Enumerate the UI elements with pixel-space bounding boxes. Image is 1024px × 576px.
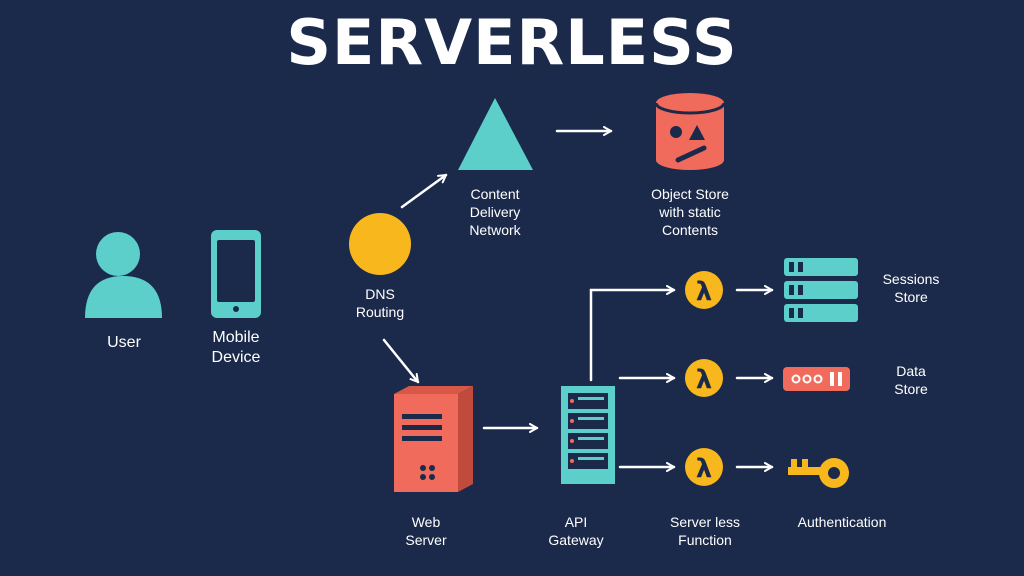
dns-circle-icon (349, 213, 411, 275)
arrow-dns-to-cdn (400, 173, 448, 209)
label-data-store: Data Store (894, 363, 928, 397)
data-store-icon (783, 367, 850, 391)
diagram-title: SERVERLESS (286, 6, 738, 79)
database-shapes-icon (654, 93, 726, 170)
triangle-icon (458, 98, 533, 170)
arrow-api-gateway-to-lambda-top (589, 285, 676, 382)
label-cdn: Content Delivery Network (469, 186, 521, 238)
lambda-glyph: λ (696, 454, 712, 484)
arrow-dns-to-web-server (382, 338, 420, 384)
label-api-gateway: API Gateway (548, 514, 604, 548)
lambda-icon: λ (685, 448, 723, 486)
label-mobile-device: Mobile Device (211, 329, 261, 366)
connector-arrows (382, 126, 774, 472)
lambda-glyph: λ (696, 277, 712, 307)
lambda-icon: λ (685, 359, 723, 397)
lambda-glyph: λ (696, 365, 712, 395)
label-object-store: Object Store with static Contents (651, 186, 729, 238)
web-server-icon (394, 386, 473, 492)
label-sessions-store: Sessions Store (882, 271, 940, 305)
label-authentication: Authentication (797, 514, 887, 530)
server-rack-icon (561, 386, 615, 484)
user-icon (85, 232, 162, 318)
label-dns-routing: DNS Routing (355, 286, 405, 320)
lambda-icon: λ (685, 271, 723, 309)
label-serverless-function: Server less Function (669, 514, 741, 548)
label-user: User (107, 334, 141, 351)
key-icon (788, 458, 849, 488)
sessions-store-icon (784, 258, 858, 322)
mobile-device-icon (211, 230, 261, 318)
label-web-server: Web Server (405, 514, 447, 548)
